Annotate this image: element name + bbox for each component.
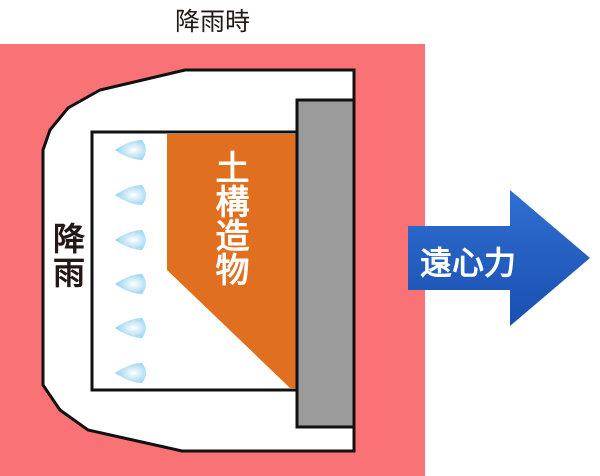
centrifugal-arrow-icon bbox=[408, 190, 590, 326]
raindrop-icon bbox=[115, 318, 146, 338]
diagram-title: 降雨時 bbox=[174, 7, 250, 36]
raindrops bbox=[115, 140, 146, 383]
raindrop-icon bbox=[115, 230, 146, 250]
rain-label: 降雨 bbox=[48, 222, 86, 290]
soil-structure-label: 土構造物 bbox=[209, 150, 249, 286]
soil-structure bbox=[167, 134, 297, 388]
raindrop-icon bbox=[115, 363, 146, 383]
centrifugal-force-label: 遠心力 bbox=[420, 244, 517, 282]
raindrop-icon bbox=[115, 185, 146, 205]
raindrop-icon bbox=[115, 274, 146, 294]
wall bbox=[295, 98, 356, 429]
raindrop-icon bbox=[115, 140, 146, 160]
